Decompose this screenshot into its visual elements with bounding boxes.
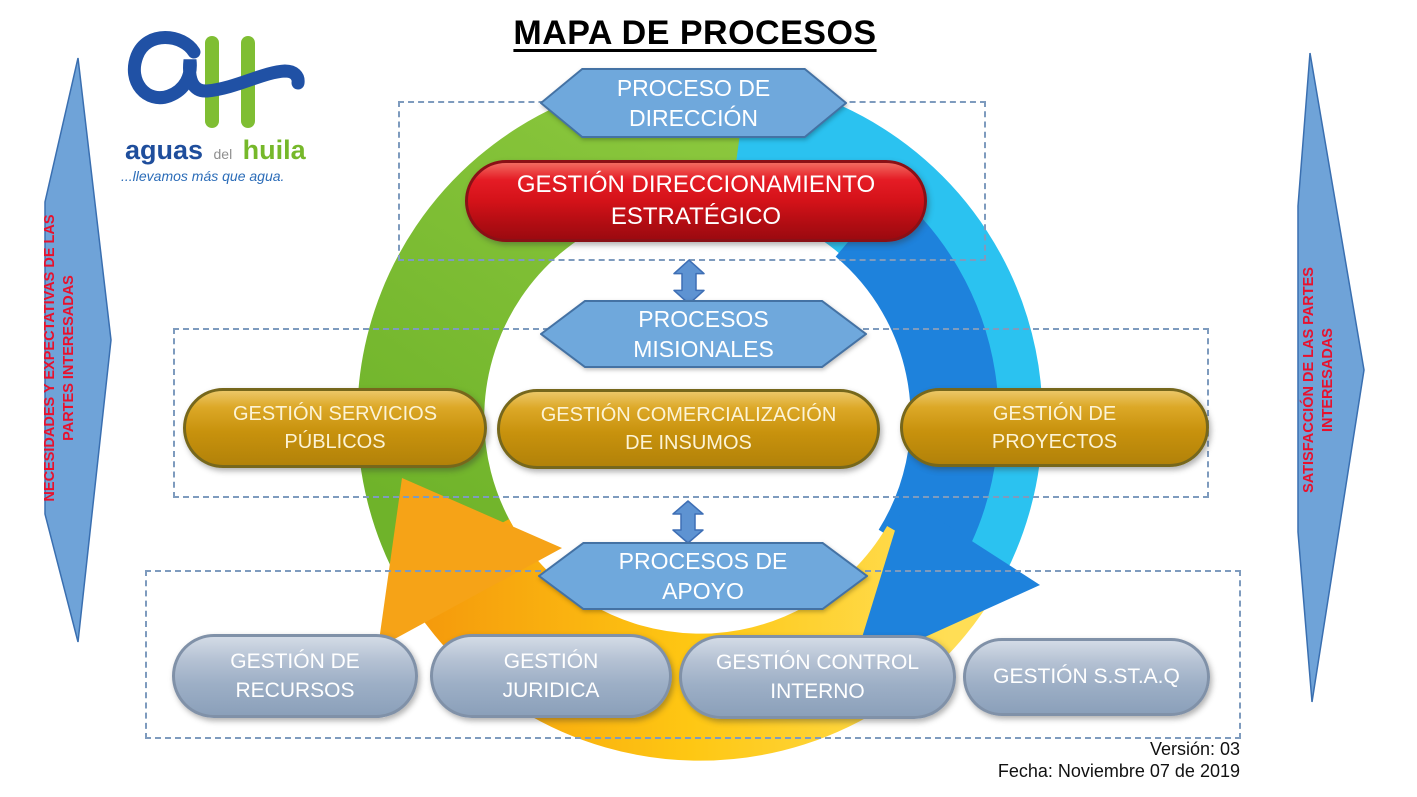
logo-tagline: ...llevamos más que agua. xyxy=(121,168,284,184)
blue-arrowhead-icon xyxy=(852,498,1040,670)
process-gestion-de-proyectos: GESTIÓN DE PROYECTOS xyxy=(900,388,1209,467)
direction-header-label: PROCESO DE DIRECCIÓN xyxy=(616,74,771,131)
double-arrow-icon xyxy=(673,259,705,305)
logo-a-swoosh-icon xyxy=(127,31,305,105)
satisfaction-banner-label: SATISFACCIÓN DE LAS PARTES INTERESADAS xyxy=(1301,267,1336,493)
aguas-del-huila-logo: aguas del huila ...llevamos más que agua… xyxy=(121,31,307,184)
satisfaction-banner-arrow xyxy=(1297,52,1365,703)
direction-header-hexagon: PROCESO DE DIRECCIÓN xyxy=(540,68,847,138)
mission-header-label: PROCESOS MISIONALES xyxy=(633,305,774,362)
version-label: Versión: 03 xyxy=(1149,739,1240,759)
page-title: MAPA DE PROCESOS xyxy=(513,14,877,52)
green-arc xyxy=(357,74,748,590)
process-gestion-control-interno: GESTIÓN CONTROL INTERNO xyxy=(679,635,956,719)
needs-banner-label: NECESIDADES Y EXPECTATIVAS DE LAS PARTES… xyxy=(42,214,77,502)
support-header-hexagon: PROCESOS DE APOYO xyxy=(538,542,868,610)
process-gestion-direccionamiento-estrategico: GESTIÓN DIRECCIONAMIENTO ESTRATÉGICO xyxy=(465,160,927,242)
process-gestion-comercializacion-insumos: GESTIÓN COMERCIALIZACIÓN DE INSUMOS xyxy=(497,389,880,469)
mission-header-hexagon: PROCESOS MISIONALES xyxy=(540,300,867,368)
orange-arrowhead-icon xyxy=(378,478,562,648)
needs-banner-arrow xyxy=(44,57,112,643)
process-gestion-juridica: GESTIÓN JURIDICA xyxy=(430,634,672,718)
process-gestion-servicios-publicos: GESTIÓN SERVICIOS PÚBLICOS xyxy=(183,388,487,468)
process-gestion-de-recursos: GESTIÓN DE RECURSOS xyxy=(172,634,418,718)
process-gestion-sstaq: GESTIÓN S.ST.A.Q xyxy=(963,638,1210,716)
logo-wordmark: aguas del huila xyxy=(125,135,307,165)
document-footer: Versión: 03 Fecha: Noviembre 07 de 2019 xyxy=(937,738,1240,782)
date-label: Fecha: Noviembre 07 de 2019 xyxy=(997,761,1240,781)
logo-h-bar-icon xyxy=(205,36,219,128)
support-header-label: PROCESOS DE APOYO xyxy=(618,547,788,604)
double-arrow-icon xyxy=(672,500,704,544)
